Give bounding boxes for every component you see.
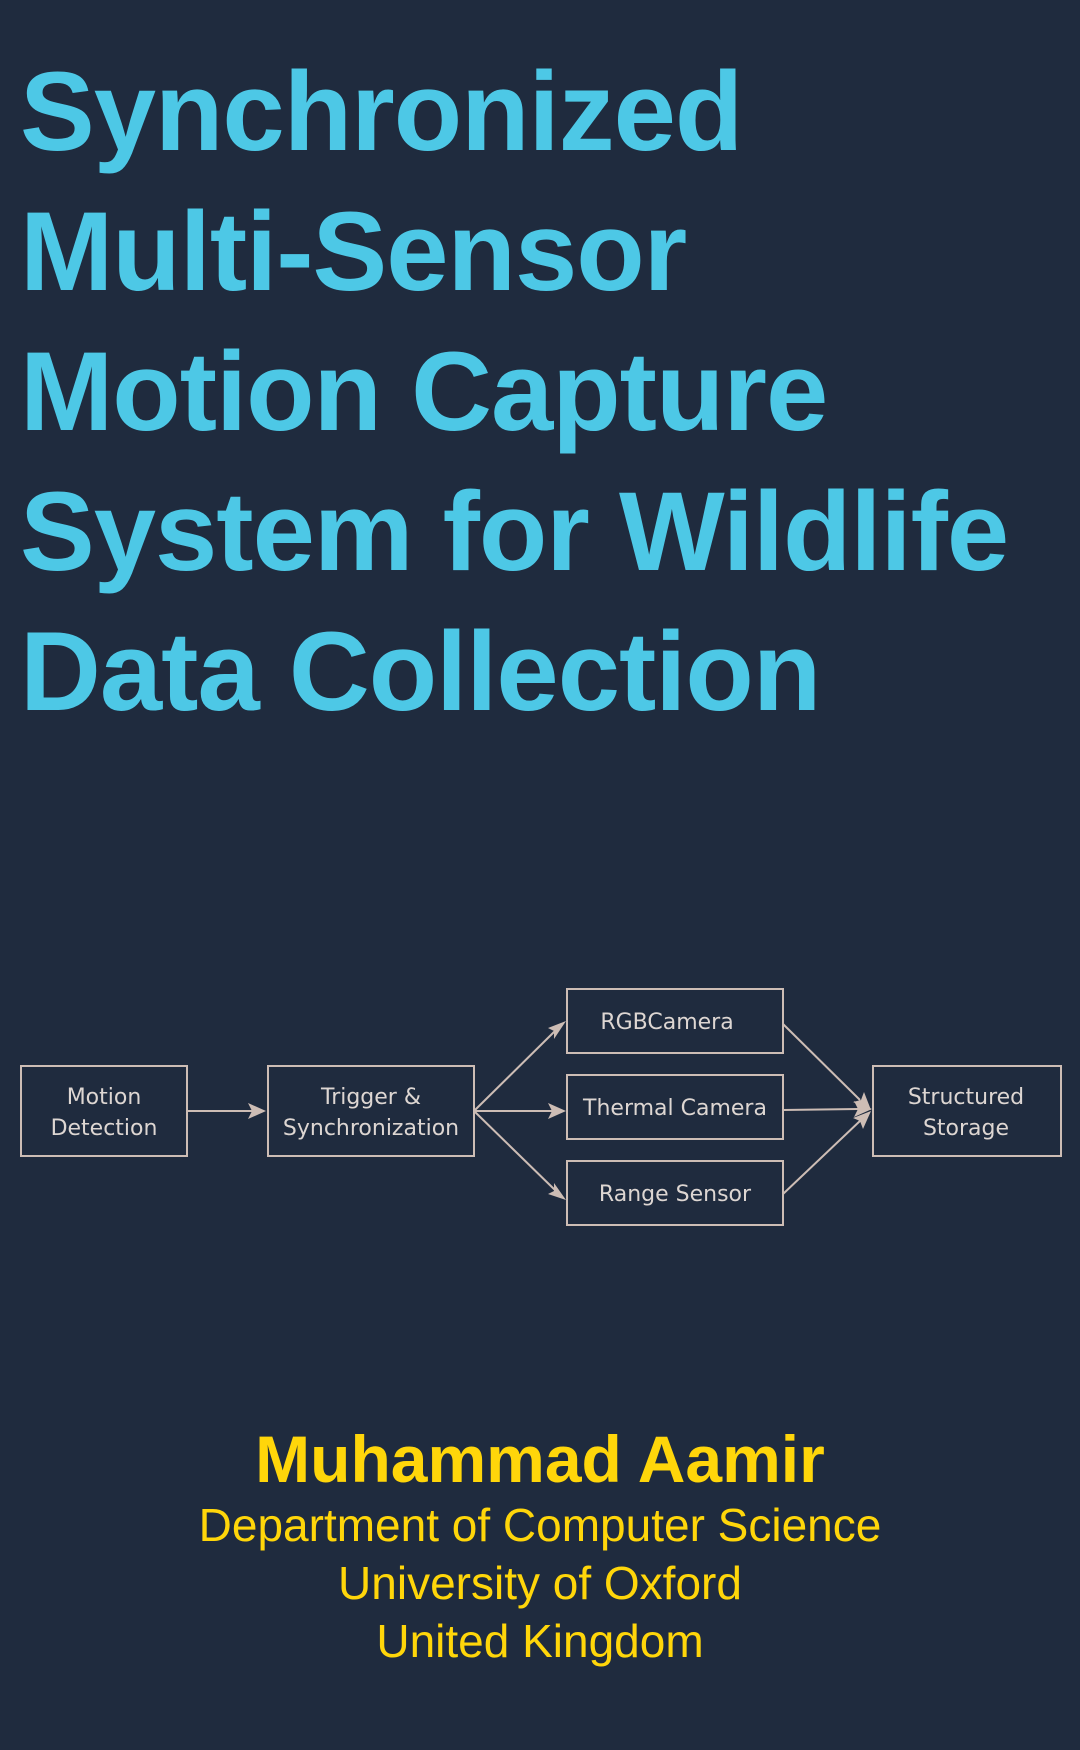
- arrow-range-to-storage: [782, 1111, 871, 1195]
- author-name: Muhammad Aamir: [255, 1422, 825, 1496]
- range-sensor-node: Range Sensor: [566, 1160, 784, 1226]
- arrow-trigger-to-thermal: [474, 1103, 566, 1119]
- title-line-5: Data Collection: [20, 609, 821, 734]
- title-line-2: Multi-Sensor: [20, 189, 687, 314]
- structured-storage-node: Structured Storage: [872, 1065, 1062, 1157]
- trigger-sync-node: Trigger & Synchronization: [267, 1065, 475, 1157]
- trigger-sync-label-line1: Trigger &: [320, 1085, 421, 1110]
- system-pipeline-diagram: Motion Detection Trigger & Synchronizati…: [20, 988, 1062, 1226]
- arrow-rgb-to-storage: [782, 1023, 871, 1110]
- thermal-camera-node: Thermal Camera: [566, 1074, 784, 1140]
- affiliation-country: United Kingdom: [376, 1615, 704, 1667]
- structured-storage-label-line2: Storage: [923, 1116, 1009, 1141]
- affiliation-department: Department of Computer Science: [198, 1499, 882, 1551]
- thermal-camera-label: Thermal Camera: [582, 1096, 767, 1121]
- arrow-motion-to-trigger: [187, 1103, 266, 1119]
- affiliation-university: University of Oxford: [338, 1557, 742, 1609]
- affiliation-block: Department of Computer Science Universit…: [0, 1496, 1080, 1670]
- title-line-1: Synchronized: [20, 49, 743, 174]
- arrow-thermal-to-storage: [782, 1101, 872, 1117]
- arrow-trigger-to-rgb: [473, 1021, 566, 1112]
- trigger-sync-label-line2: Synchronization: [283, 1116, 459, 1141]
- motion-detection-node: Motion Detection: [20, 1065, 188, 1157]
- title-line-3: Motion Capture: [20, 329, 828, 454]
- paper-title: Synchronized Multi-Sensor Motion Capture…: [20, 42, 1070, 742]
- range-sensor-label: Range Sensor: [599, 1182, 752, 1207]
- title-line-4: System for Wildlife: [20, 469, 1009, 594]
- motion-detection-label-line2: Detection: [51, 1116, 158, 1141]
- rgb-camera-node: RGBCamera: [566, 988, 784, 1054]
- arrow-trigger-to-range: [473, 1110, 566, 1200]
- rgb-camera-label: RGBCamera: [600, 1010, 733, 1035]
- structured-storage-label-line1: Structured: [908, 1085, 1024, 1110]
- motion-detection-label-line1: Motion: [67, 1085, 142, 1110]
